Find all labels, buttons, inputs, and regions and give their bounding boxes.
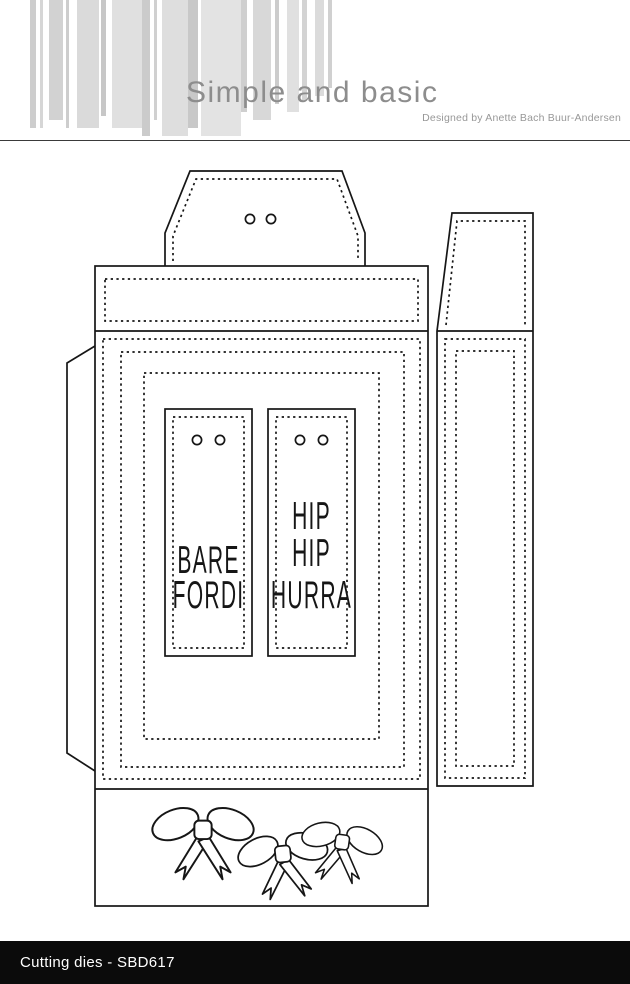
tag-left-text-line1: BARE xyxy=(177,538,239,582)
tag-right-text-line2: HIP xyxy=(292,531,331,575)
bow-dies xyxy=(146,800,390,904)
die-tag-right: HIP HIP HURRA xyxy=(267,408,356,657)
tag-right-text-line1: HIP xyxy=(292,494,331,538)
tag-right-text-line3: HURRA xyxy=(271,573,352,617)
brand-title: Simple and basic xyxy=(186,76,439,109)
header: Simple and basic Designed by Anette Bach… xyxy=(0,0,630,141)
designer-credit: Designed by Anette Bach Buur-Andersen xyxy=(422,112,621,124)
footer-label: Cutting dies - SBD617 xyxy=(20,954,175,971)
die-side-panel xyxy=(436,212,534,787)
die-tag-left: BARE FORDI xyxy=(164,408,253,657)
die-stitch-lines xyxy=(102,178,421,780)
die-main-box xyxy=(66,170,429,907)
footer-bar: Cutting dies - SBD617 xyxy=(0,941,630,984)
tag-left-text-line2: FORDI xyxy=(173,573,245,617)
bow-icon xyxy=(146,800,260,881)
barcode-stripes-graphic xyxy=(30,0,332,136)
die-cut-artwork: BARE FORDI HIP HIP HURRA xyxy=(0,141,630,941)
